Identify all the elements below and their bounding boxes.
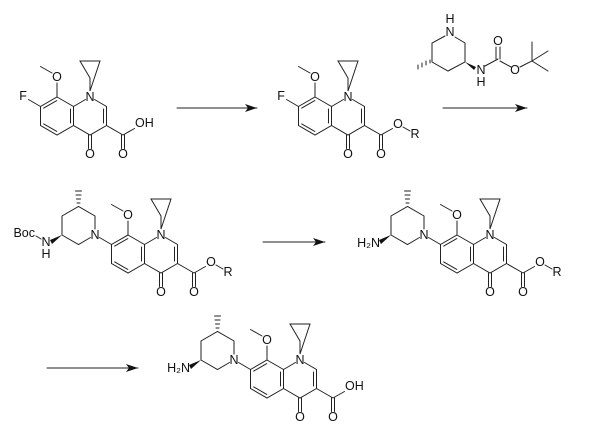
atom-label: O — [156, 285, 166, 299]
atom-label: F — [19, 89, 27, 103]
atom-label: N — [90, 228, 99, 242]
atom-label: O — [393, 117, 403, 131]
atom-label: O — [262, 333, 272, 347]
atom-label: O — [328, 410, 338, 424]
atom-label: N — [41, 235, 50, 249]
atom-label: N — [343, 90, 352, 104]
atom-label: OH — [345, 379, 364, 393]
atom-label: H — [476, 75, 485, 89]
final-product: O N O O OH N H₂N — [167, 315, 364, 424]
atom-label: O — [189, 285, 199, 299]
atom-label: O — [85, 147, 95, 161]
atom-label: O — [510, 63, 520, 77]
boc-label: Boc — [13, 226, 35, 240]
atom-label: N — [229, 353, 238, 367]
atom-label: O — [206, 255, 216, 269]
atom-label: N — [419, 228, 428, 242]
atom-label: O — [485, 285, 495, 299]
quinolone-ester: O F N O O O R — [277, 60, 420, 161]
atom-label: F — [277, 89, 285, 103]
atom-label: O — [295, 410, 305, 424]
atom-label: H — [41, 247, 50, 261]
boc-aminopiperidine-reagent: N H N H O O — [417, 12, 549, 89]
atom-label: N — [445, 25, 454, 39]
atom-label: OH — [135, 116, 154, 130]
atom-label: O — [343, 147, 353, 161]
atom-label: O — [123, 208, 133, 222]
atom-label: O — [118, 147, 128, 161]
atom-label: O — [493, 34, 503, 48]
atom-label: R — [410, 127, 419, 141]
boc-protected-intermediate: O N O O O R N N H Boc — [13, 190, 233, 299]
atom-label: O — [518, 285, 528, 299]
atom-label: N — [156, 228, 165, 242]
atom-label: N — [85, 90, 94, 104]
atom-label: H — [445, 12, 454, 26]
starting-quinolone-acid: O F N O O OH — [19, 60, 154, 161]
atom-label: N — [476, 63, 485, 77]
atom-label: O — [310, 70, 320, 84]
atom-label: N — [295, 353, 304, 367]
atom-label: O — [52, 70, 62, 84]
atom-label: N — [485, 228, 494, 242]
amine-label: H₂N — [167, 361, 190, 375]
atom-label: O — [376, 147, 386, 161]
amine-label: H₂N — [357, 236, 380, 250]
atom-label: R — [223, 265, 232, 279]
atom-label: O — [452, 208, 462, 222]
amine-ester-intermediate: O N O O O R N H₂N — [357, 190, 562, 299]
atom-label: R — [552, 265, 561, 279]
atom-label: O — [535, 255, 545, 269]
